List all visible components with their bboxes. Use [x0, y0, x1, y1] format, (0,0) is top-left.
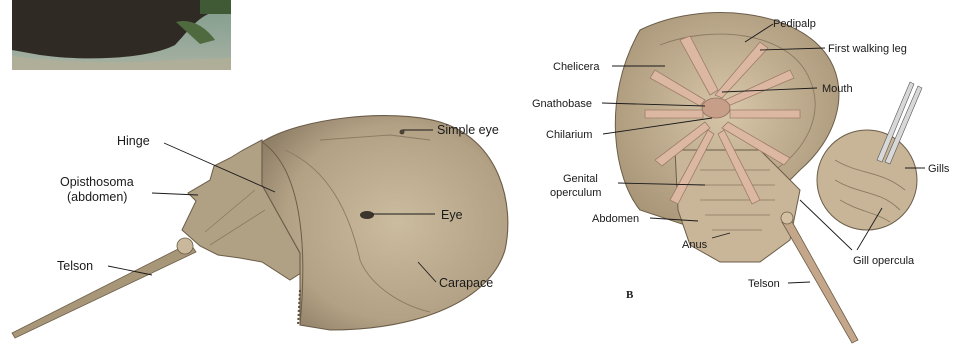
label-abdomen-note: (abdomen) [67, 190, 127, 204]
label-genital: Genital [563, 173, 598, 185]
label-gill-opercula: Gill opercula [853, 255, 915, 267]
label-eye: Eye [441, 208, 463, 222]
label-gills: Gills [928, 163, 950, 175]
label-opisthosoma: Opisthosoma [60, 175, 134, 189]
telson-spine [12, 243, 196, 338]
label-pedipalp: Pedipalp [773, 18, 816, 30]
ventral-view: Pedipalp Chelicera First walking leg Mou… [532, 13, 950, 343]
label-first-walking-leg: First walking leg [828, 43, 907, 55]
label-gnathobase: Gnathobase [532, 98, 592, 110]
panel-letter: B [626, 289, 634, 301]
label-telson-ventral: Telson [748, 278, 780, 290]
carapace-shape [262, 116, 508, 330]
dorsal-view: Hinge Simple eye Opisthosoma (abdomen) E… [12, 116, 508, 338]
label-mouth: Mouth [822, 83, 853, 95]
label-chelicera: Chelicera [553, 61, 600, 73]
label-chilarium: Chilarium [546, 129, 592, 141]
label-hinge: Hinge [117, 134, 150, 148]
ventral-telson [782, 218, 858, 343]
mouth-area [702, 98, 730, 118]
gills-inset [817, 130, 917, 230]
label-operculum: operculum [550, 187, 601, 199]
photo-thumbnail [12, 0, 231, 70]
label-abdomen-ventral: Abdomen [592, 213, 639, 225]
label-anus: Anus [682, 239, 708, 251]
label-telson-dorsal: Telson [57, 259, 93, 273]
label-carapace: Carapace [439, 276, 493, 290]
eye-mark [360, 211, 374, 219]
label-simple-eye: Simple eye [437, 123, 499, 137]
